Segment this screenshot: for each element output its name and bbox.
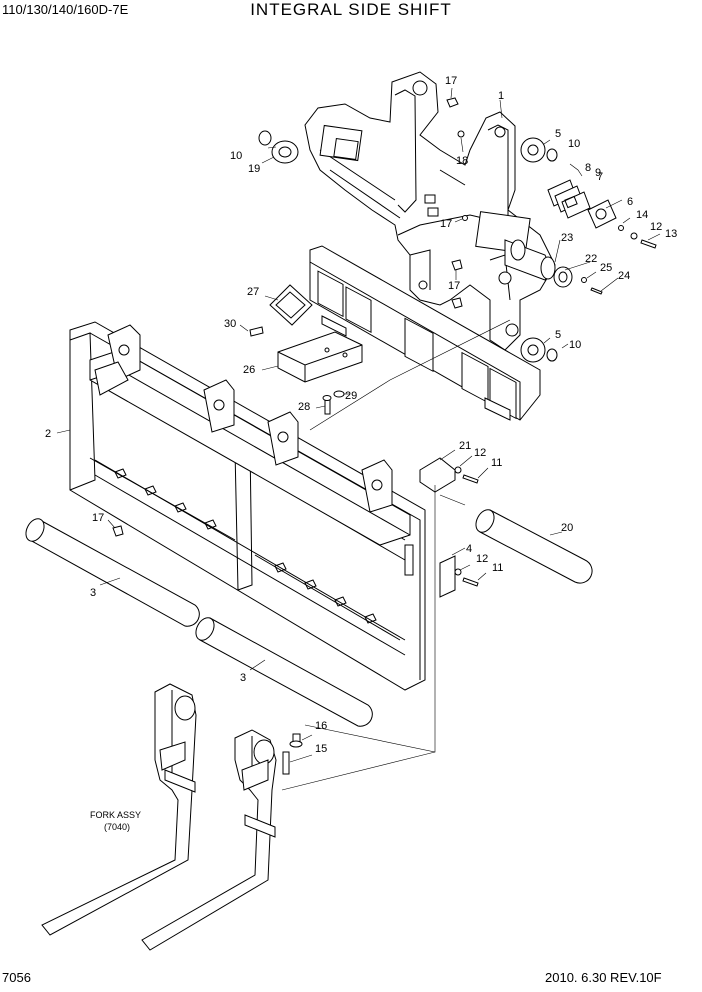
callout-27: 27 xyxy=(247,286,259,298)
callout-30: 30 xyxy=(224,318,236,330)
part-hardware-upper xyxy=(258,97,657,363)
fork-assy-label: FORK ASSY xyxy=(90,810,141,820)
callout-10b: 10 xyxy=(568,138,580,150)
callout-12a: 12 xyxy=(650,221,662,233)
callout-5b: 5 xyxy=(555,329,561,341)
callout-16: 16 xyxy=(315,720,327,732)
callout-24: 24 xyxy=(618,270,630,282)
fork-assy-ref: (7040) xyxy=(104,822,130,832)
callout-9: 9 xyxy=(595,167,601,179)
callout-5a: 5 xyxy=(555,128,561,140)
callout-17a: 17 xyxy=(445,75,457,87)
callout-3b: 3 xyxy=(240,672,246,684)
callout-10c: 10 xyxy=(569,339,581,351)
callout-labels: 1 2 3 3 4 5 5 6 7 8 9 10 10 10 11 11 12 … xyxy=(45,75,677,755)
callout-11a: 11 xyxy=(491,457,502,469)
callout-3a: 3 xyxy=(90,587,96,599)
callout-12c: 12 xyxy=(476,553,488,565)
part-grease-fitting xyxy=(112,525,124,537)
page-title: INTEGRAL SIDE SHIFT xyxy=(250,0,452,19)
part-shafts xyxy=(25,509,593,727)
callout-4: 4 xyxy=(466,543,472,555)
callout-11b: 11 xyxy=(492,562,503,574)
part-fork-carriage xyxy=(69,321,426,691)
part-cover-plate xyxy=(419,457,479,493)
callout-13: 13 xyxy=(665,228,677,240)
leader-lines xyxy=(56,87,661,791)
callout-20: 20 xyxy=(561,522,573,534)
page-number: 7056 xyxy=(2,970,31,985)
callout-17d: 17 xyxy=(92,512,104,524)
callout-17b: 17 xyxy=(440,218,452,230)
callout-25: 25 xyxy=(600,262,612,274)
callout-6: 6 xyxy=(627,196,633,208)
callout-19: 19 xyxy=(248,163,260,175)
callout-2: 2 xyxy=(45,428,51,440)
callout-15: 15 xyxy=(315,743,327,755)
callout-21: 21 xyxy=(459,440,471,452)
part-forks xyxy=(41,683,303,951)
callout-1: 1 xyxy=(498,90,504,102)
part-pads xyxy=(249,284,363,415)
callout-22: 22 xyxy=(585,253,597,265)
callout-29: 29 xyxy=(345,390,357,402)
model-number: 110/130/140/160D-7E xyxy=(2,2,129,17)
callout-18: 18 xyxy=(456,155,468,167)
part-bottom-plate xyxy=(439,555,479,598)
callout-12b: 12 xyxy=(474,447,486,459)
callout-26: 26 xyxy=(243,364,255,376)
callout-8: 8 xyxy=(585,162,591,174)
callout-10a: 10 xyxy=(230,150,242,162)
callout-23: 23 xyxy=(561,232,573,244)
callout-17c: 17 xyxy=(448,280,460,292)
callout-14: 14 xyxy=(636,209,648,221)
callout-28: 28 xyxy=(298,401,310,413)
part-side-shift-frame xyxy=(304,71,556,351)
revision-date: 2010. 6.30 REV.10F xyxy=(545,970,662,985)
part-lower-plate xyxy=(309,245,541,421)
callout-7: 7 xyxy=(597,171,603,183)
